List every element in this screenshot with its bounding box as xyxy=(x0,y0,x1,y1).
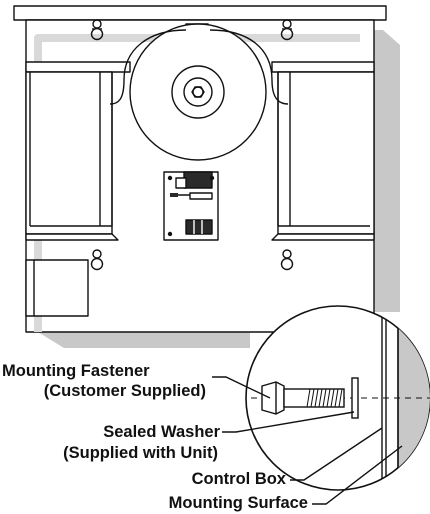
keyhole-bottom-left xyxy=(90,249,104,271)
leader-control-box xyxy=(290,427,383,481)
label-control-box: Control Box xyxy=(192,470,287,488)
box-shadow xyxy=(374,30,400,312)
label-customer-supplied: (Customer Supplied) xyxy=(44,382,206,400)
keyhole-top-left xyxy=(90,19,104,41)
keyhole-top-right xyxy=(280,19,294,41)
detail-magnifier xyxy=(245,305,430,491)
leader-washer xyxy=(222,411,355,433)
right-cover-panel xyxy=(271,61,375,241)
label-sealed-washer: Sealed Washer xyxy=(103,423,220,441)
circuit-board xyxy=(163,171,219,241)
sealed-washer xyxy=(351,377,359,419)
label-mounting-surface: Mounting Surface xyxy=(169,494,308,512)
leader-fastener xyxy=(212,376,271,399)
toroidal-transformer xyxy=(109,23,289,161)
keyhole-bottom-right xyxy=(280,249,294,271)
box-top-flange xyxy=(13,5,387,21)
mounting-fastener-bolt xyxy=(261,381,345,415)
control-box-illustration xyxy=(13,5,400,348)
box-shadow-bottom xyxy=(38,332,250,348)
terminal-block xyxy=(25,259,89,317)
leader-lines xyxy=(212,376,403,505)
label-supplied-with-unit: (Supplied with Unit) xyxy=(63,444,218,462)
mounting-surface-wall xyxy=(397,306,430,490)
label-mounting-fastener: Mounting Fastener xyxy=(2,362,150,380)
leader-mounting-surface xyxy=(312,445,403,505)
left-cover-panel xyxy=(25,61,131,241)
callout-labels: Mounting Fastener (Customer Supplied) Se… xyxy=(2,362,308,512)
